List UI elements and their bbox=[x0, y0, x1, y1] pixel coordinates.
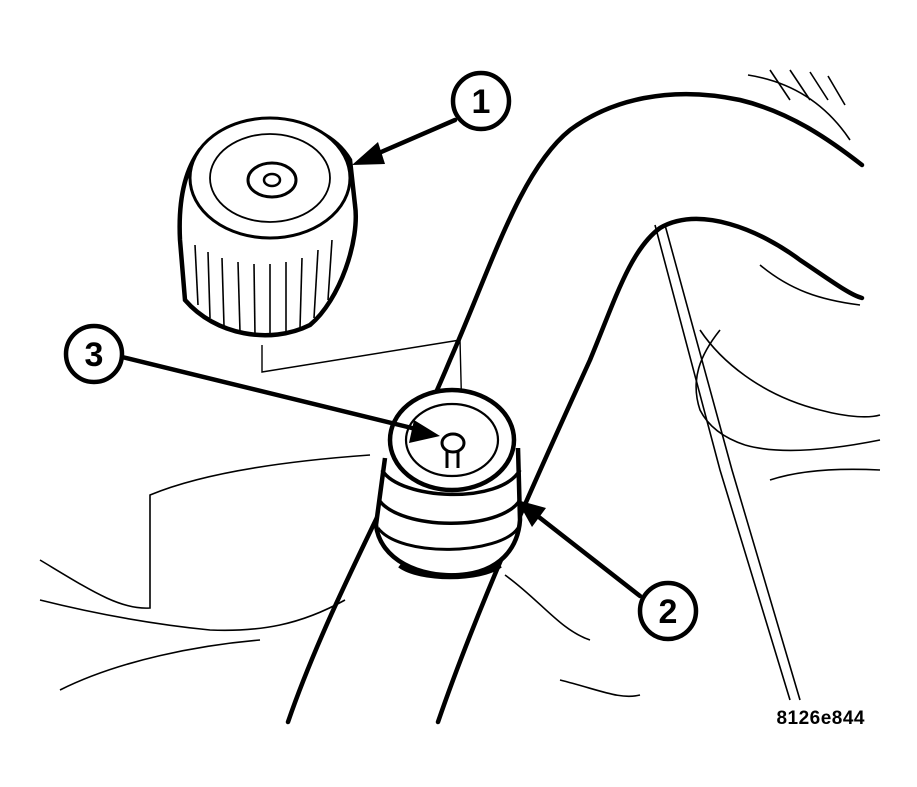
svg-text:2: 2 bbox=[659, 593, 678, 631]
valve-core bbox=[440, 432, 466, 468]
ac-line bbox=[285, 91, 865, 725]
background-outlines bbox=[39, 69, 881, 701]
callout-2: 2 bbox=[637, 580, 699, 642]
svg-text:3: 3 bbox=[85, 336, 104, 374]
callout-1: 1 bbox=[450, 70, 512, 132]
leader-arrows bbox=[119, 117, 643, 599]
callout-3: 3 bbox=[63, 323, 125, 385]
svg-text:1: 1 bbox=[472, 83, 491, 121]
service-port-cap bbox=[177, 116, 358, 338]
figure-id-label: 8126e844 bbox=[776, 708, 865, 729]
alignment-guide bbox=[261, 339, 463, 421]
service-port-fitting bbox=[373, 387, 523, 580]
